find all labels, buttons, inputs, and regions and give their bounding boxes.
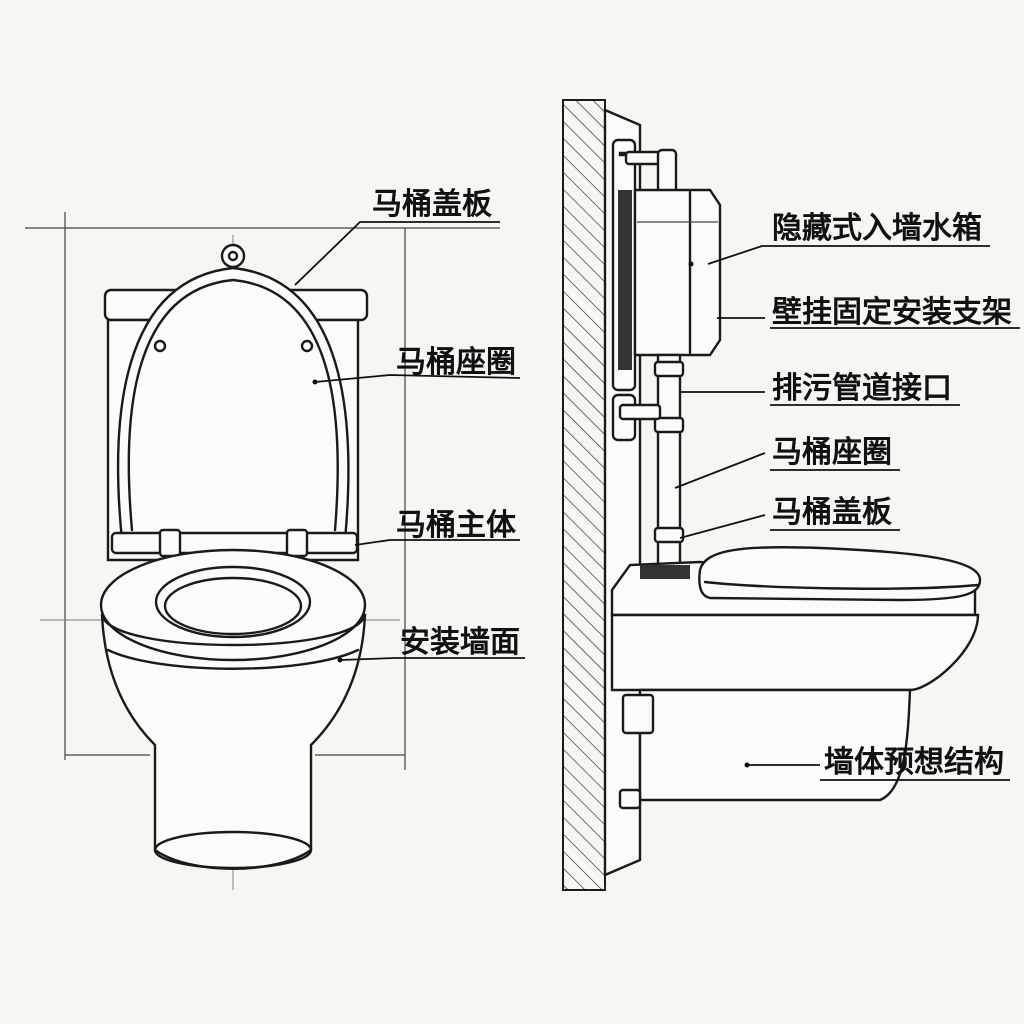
- label-right-structure: 墙体预想结构: [824, 745, 1004, 780]
- label-left-wall: 安装墙面: [400, 625, 520, 660]
- label-right-lid: 马桶盖板: [772, 495, 892, 530]
- label-left-seat: 马桶座圈: [396, 345, 516, 380]
- label-right-bracket: 壁挂固定安装支架: [772, 295, 1012, 330]
- label-right-tank: 隐藏式入墙水箱: [772, 211, 982, 246]
- label-right-drain: 排污管道接口: [772, 371, 952, 406]
- label-right-seat: 马桶座圈: [772, 435, 892, 470]
- label-left-lid: 马桶盖板: [372, 187, 492, 222]
- section-view-wall-hung: [562, 99, 982, 891]
- right-callouts: 隐藏式入墙水箱 壁挂固定安装支架 排污管道接口 马桶座圈 马桶盖板 墙体预想结构: [674, 211, 1020, 781]
- label-left-body: 马桶主体: [396, 508, 517, 543]
- front-view-toilet: [25, 212, 500, 890]
- left-callouts: 马桶盖板 马桶座圈 马桶主体 安装墙面: [294, 187, 525, 661]
